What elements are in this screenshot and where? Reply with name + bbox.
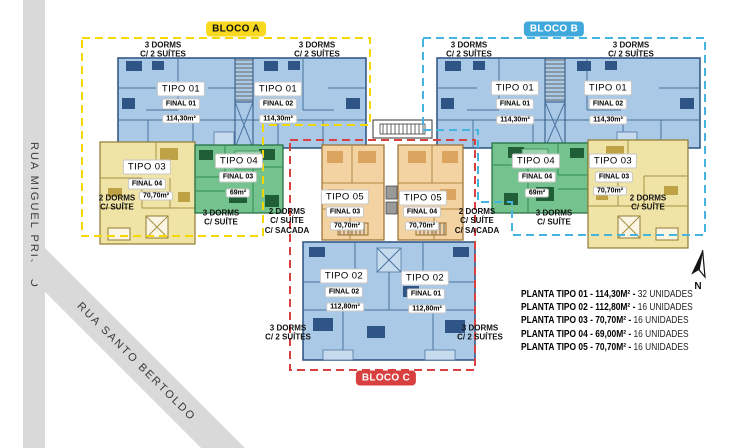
a-t01-right-area-chip: 114,30m² [259,114,297,124]
b-t03-final-chip: FINAL 03 [594,171,634,183]
b-t01-right-tipo-chip: TIPO 01 [583,80,633,96]
a-t04-final-chip: FINAL 03 [218,171,258,183]
a-t01-left-area-chip: 114,30m² [162,114,200,124]
bloco-c-boundary [289,139,476,371]
c-t05-right-final-chip: FINAL 04 [402,206,442,218]
a-t01-left-tipo-chip: TIPO 01 [156,81,206,97]
bloco-b-badge: BLOCO B [523,21,585,37]
b-t01-right-area-chip: 114,30m² [589,115,627,125]
a-t03-tipo-chip: TIPO 03 [122,159,172,175]
bloco-a-badge: BLOCO A [206,21,266,37]
a-t04-tipo-chip: TIPO 04 [214,153,264,169]
c-t05-left-final-chip: FINAL 03 [325,206,365,218]
a-t01-left-final-chip: FINAL 01 [161,98,201,110]
a-t03-final-chip: FINAL 04 [127,178,167,190]
legend-row-tipo04: PLANTA TIPO 04 - 69,00M² - 16 UNIDADES [521,327,689,340]
legend-row-tipo03: PLANTA TIPO 03 - 70,70M² - 16 UNIDADES [521,314,689,327]
b-t01-left-area-chip: 114,30m² [496,115,534,125]
legend-row-tipo01: PLANTA TIPO 01 - 114,30M² - 32 UNIDADES [521,288,693,300]
c-t02-left-tipo-chip: TIPO 02 [319,268,369,284]
c-t05-left-area-chip: 70,70m² [329,221,365,231]
b-t04-area-chip: 69m² [524,188,550,198]
c-t02-right-area-chip: 112,80m² [408,304,446,314]
c-t05-right-area-chip: 70,70m² [404,221,440,231]
legend-row-tipo02: PLANTA TIPO 02 - 112,80M² - 16 UNIDADES [521,301,693,314]
c-t02-right-final-chip: FINAL 01 [406,288,446,300]
street-rua-miguel-prisco: RUA MIGUEL PRISCO [23,0,45,448]
a-t04-area-chip: 69m² [225,188,251,198]
entry-connector [372,119,433,139]
bloco-a-boundary [81,37,371,237]
legend-row-tipo05: PLANTA TIPO 05 - 70,70M² - 16 UNIDADES [521,340,689,353]
north-arrow-icon [691,250,706,279]
b-t04-tipo-chip: TIPO 04 [511,153,561,169]
bloco-c-badge: BLOCO C [355,370,417,386]
north-label: N [694,281,701,292]
building-bloco-c-tipo02 [302,241,476,361]
c-t02-left-area-chip: 112,80m² [326,302,364,312]
c-t05-left-tipo-chip: TIPO 05 [320,189,370,205]
b-t01-left-final-chip: FINAL 01 [495,98,535,110]
c-t02-left-final-chip: FINAL 02 [324,286,364,298]
building-bloco-a-tipo01 [117,57,367,149]
building-bloco-b-tipo01 [436,57,701,149]
a-t03-area-chip: 70,70m² [138,191,174,201]
a-t01-right-final-chip: FINAL 02 [258,98,298,110]
bloco-b-boundary [422,37,706,236]
b-t01-left-tipo-chip: TIPO 01 [490,80,540,96]
c-t05-right-tipo-chip: TIPO 05 [398,190,448,206]
b-t03-tipo-chip: TIPO 03 [588,153,638,169]
tipo05-corridor-core [385,185,398,215]
b-t01-right-final-chip: FINAL 02 [588,98,628,110]
legend: PLANTA TIPO 01 - 114,30M² - 32 UNIDADES … [521,288,736,354]
street-rua-miguel-prisco-label: RUA MIGUEL PRISCO [28,141,40,289]
b-t03-area-chip: 70,70m² [592,186,628,196]
a-t01-right-tipo-chip: TIPO 01 [253,81,303,97]
c-t02-right-tipo-chip: TIPO 02 [400,270,450,286]
b-t04-final-chip: FINAL 04 [517,171,557,183]
